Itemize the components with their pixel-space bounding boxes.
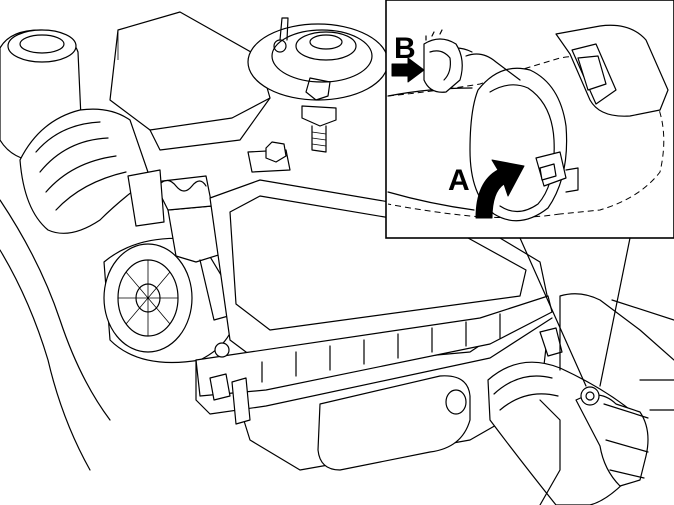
bracket-nut [247,141,291,173]
detail-inset [385,0,674,387]
callout-label-a: A [448,164,470,197]
air-filter-housing [195,179,563,471]
strut-mount [247,17,389,101]
mounting-bolt [301,77,337,153]
outlet-hose [487,293,674,505]
curved-arrow-icon [475,159,525,219]
intake-hose [0,108,151,471]
callout-label-b: B [394,32,416,65]
straight-arrow-icon [391,57,425,83]
battery-cover [109,11,271,151]
leader-line-right [599,237,631,387]
leader-line-left [519,237,587,387]
